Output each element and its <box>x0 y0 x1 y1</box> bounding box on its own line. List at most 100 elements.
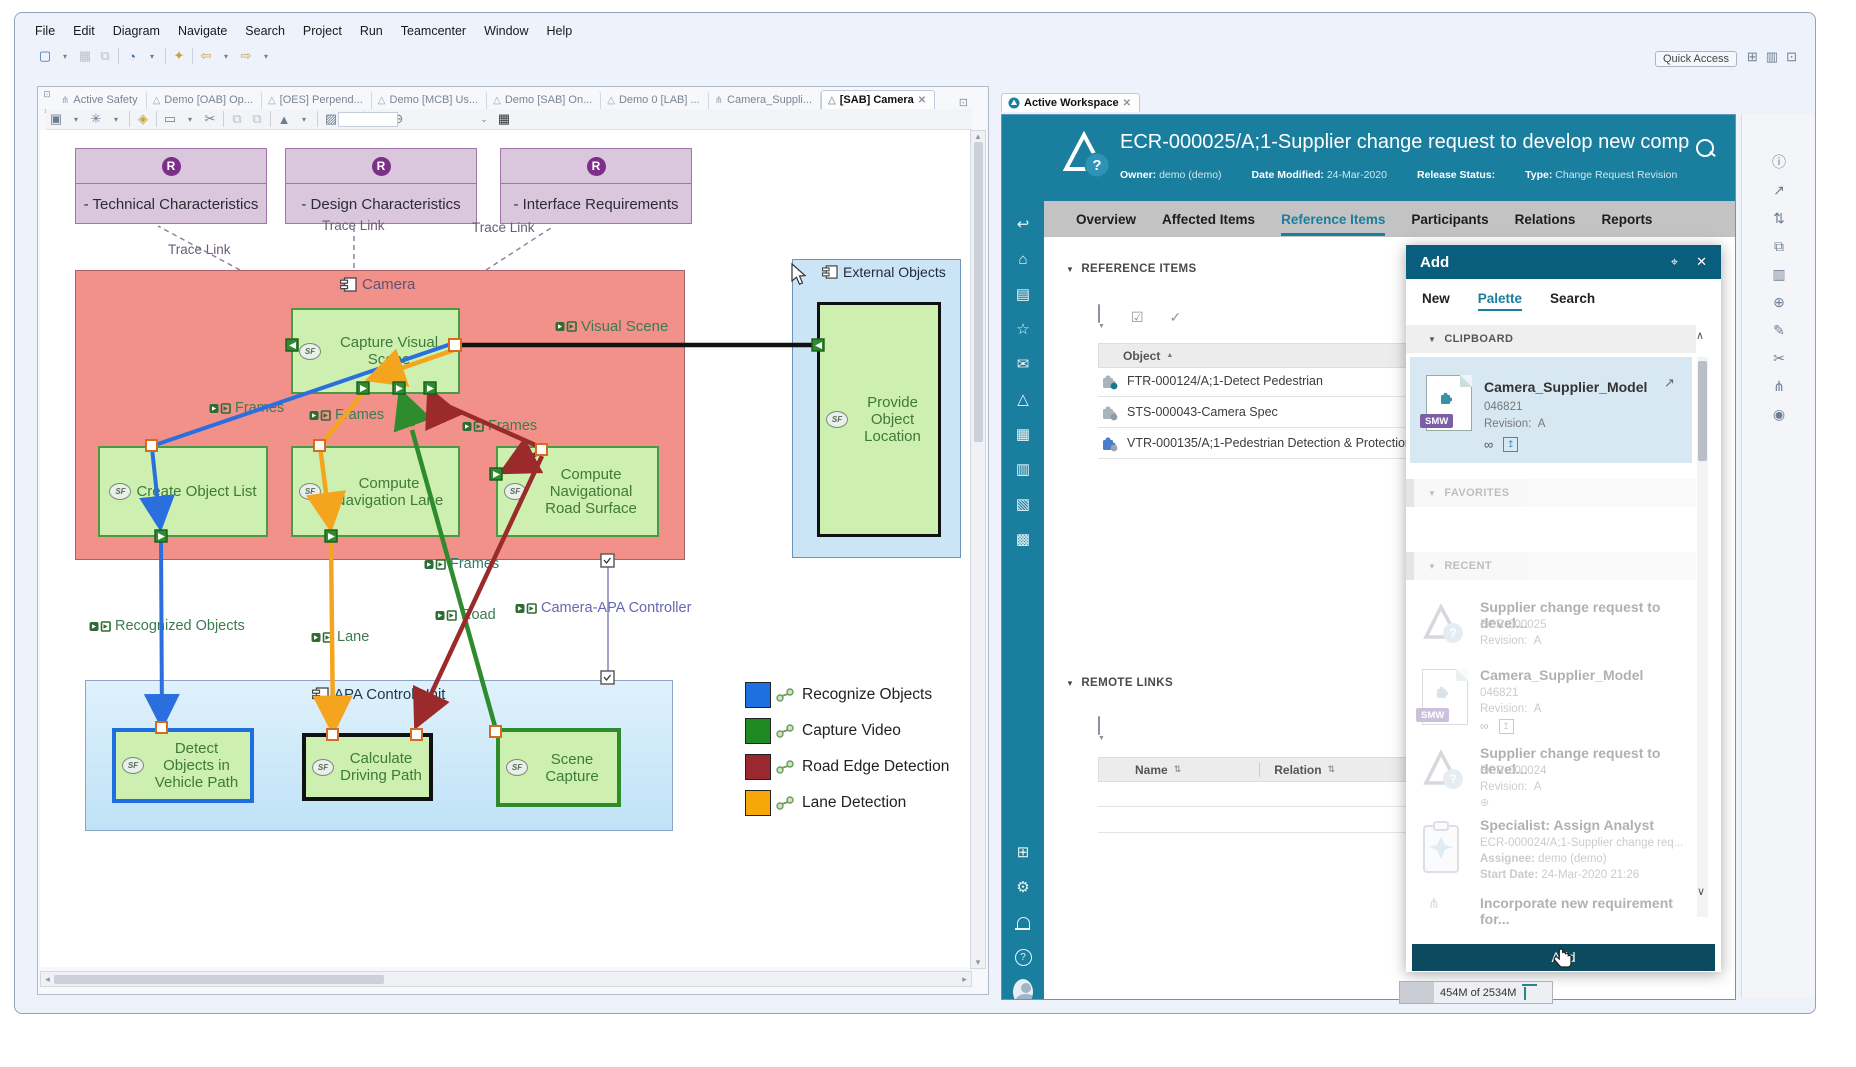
legend-item[interactable]: Lane Detection <box>745 790 906 816</box>
new-dropdown-icon[interactable]: ▾ <box>62 51 67 61</box>
open-item-icon[interactable]: ↗ <box>1664 375 1675 390</box>
detect-objects-block[interactable]: SF Detect Objects in Vehicle Path <box>112 728 254 803</box>
align-icon[interactable]: ⧉ <box>232 111 242 126</box>
settings-gear-icon[interactable]: ⚙ <box>1016 879 1030 896</box>
tab-reports[interactable]: Reports <box>1601 211 1653 227</box>
visual-scene-label[interactable]: Visual Scene <box>555 318 668 335</box>
tab-camera-supplier[interactable]: ⋔Camera_Suppli... <box>709 91 822 109</box>
swap-icon[interactable]: ⇅ <box>1773 209 1785 226</box>
cut-icon[interactable]: ✂ <box>1773 349 1785 366</box>
tab-palette[interactable]: Palette <box>1477 291 1523 311</box>
shape-dropdown-icon[interactable]: ▾ <box>187 114 192 124</box>
new-icon[interactable]: ▢ <box>38 48 52 63</box>
help-icon[interactable]: ? <box>1013 948 1033 966</box>
library-icon[interactable]: ▩ <box>1015 531 1031 548</box>
legend-item[interactable]: Capture Video <box>745 718 901 744</box>
tab-demo-sab[interactable]: △Demo [SAB] On... <box>487 91 602 109</box>
requirement-block-design[interactable]: R - Design Characteristics <box>285 148 477 224</box>
menu-navigate[interactable]: Navigate <box>177 24 228 38</box>
run-icon[interactable]: ◔ <box>128 48 136 64</box>
forward-nav-icon[interactable]: ⇨ <box>240 48 252 63</box>
favorites-icon[interactable]: ☆ <box>1016 321 1030 338</box>
sort-icon[interactable]: ⇅ <box>1327 764 1336 774</box>
scene-capture-block[interactable]: SF Scene Capture <box>496 728 621 807</box>
notifications-bell-icon[interactable] <box>1013 913 1033 931</box>
horizontal-scrollbar[interactable]: ◂ ▸ <box>40 971 972 987</box>
close-icon[interactable]: ✕ <box>1696 254 1707 269</box>
collapse-icon[interactable]: ▼ <box>1066 678 1075 688</box>
recent-item[interactable]: Specialist: Assign Analyst ECR-000024/A;… <box>1406 817 1692 887</box>
tab-overview[interactable]: Overview <box>1076 211 1137 227</box>
back-nav-icon[interactable]: ⇦ <box>200 48 212 63</box>
open-in-icon[interactable]: ↗ <box>1773 181 1785 198</box>
recent-section-header[interactable]: ▼RECENT <box>1414 552 1696 580</box>
scroll-up-icon[interactable]: ▴ <box>975 131 981 141</box>
search-icon[interactable] <box>1696 139 1714 157</box>
perspective-grid-icon[interactable]: ⊞ <box>1746 49 1758 64</box>
key-icon[interactable]: ✦ <box>173 48 185 63</box>
trace-link-label[interactable]: Trace Link <box>168 242 231 257</box>
save-all-icon[interactable]: ⧉ <box>100 48 110 63</box>
back-icon[interactable]: ↩ <box>1016 216 1030 233</box>
menu-file[interactable]: File <box>35 24 56 38</box>
builder-icon[interactable]: ⊞ <box>1016 844 1030 861</box>
gallery-icon[interactable]: ▦ <box>1015 426 1031 443</box>
visibility-icon[interactable]: ◉ <box>1772 405 1786 422</box>
tab-relations[interactable]: Relations <box>1514 211 1576 227</box>
back-dropdown-icon[interactable]: ▾ <box>223 51 228 61</box>
scroll-left-icon[interactable]: ◂ <box>45 973 50 984</box>
provide-object-location-block[interactable]: SF Provide Object Location <box>817 302 941 537</box>
share-icon[interactable]: ⋔ <box>1773 377 1785 394</box>
legend-item[interactable]: Road Edge Detection <box>745 754 949 780</box>
create-object-list-block[interactable]: SF Create Object List <box>98 446 268 537</box>
folder-icon[interactable]: ▤ <box>1015 286 1031 303</box>
add-object-icon[interactable]: ⊕ <box>1773 293 1785 310</box>
distribute-icon[interactable]: ⧉ <box>252 111 262 126</box>
menu-edit[interactable]: Edit <box>73 24 95 38</box>
home-icon[interactable]: ⌂ <box>1018 250 1028 268</box>
inbox-icon[interactable]: ✉ <box>1016 356 1030 373</box>
info-icon[interactable]: ⓘ <box>1772 154 1786 170</box>
filter-dropdown-icon[interactable]: ▾ <box>113 114 118 124</box>
perspective-modeling-icon[interactable]: ⊡ <box>1786 49 1797 64</box>
tab-reference-items[interactable]: Reference Items <box>1281 211 1386 236</box>
trace-link-label[interactable]: Trace Link <box>322 218 385 233</box>
gc-trash-icon[interactable] <box>1524 986 1527 1000</box>
table-row[interactable]: VTR-000135/A;1-Pedestrian Detection & Pr… <box>1098 428 1660 459</box>
lane-label[interactable]: Lane <box>311 629 369 645</box>
recent-item[interactable]: ⋔ Incorporate new requirement for... <box>1406 895 1692 927</box>
camera-apa-controller-label[interactable]: Camera-APA Controller <box>515 600 691 616</box>
table-view-icon[interactable]: ▼ <box>1098 304 1105 330</box>
tab-demo-0-lab[interactable]: △Demo 0 [LAB] ... <box>601 91 709 109</box>
menu-project[interactable]: Project <box>302 24 342 38</box>
close-tab-icon[interactable]: ✕ <box>917 94 927 106</box>
tab-new[interactable]: New <box>1422 291 1450 306</box>
zoom-level-input[interactable] <box>338 112 398 127</box>
recognized-objects-label[interactable]: Recognized Objects <box>89 618 245 634</box>
sort-icon[interactable]: ⇅ <box>1173 764 1182 774</box>
style-icon[interactable]: ▨ <box>324 111 338 126</box>
copy-icon[interactable]: ⧉ <box>1774 237 1784 254</box>
close-tab-icon[interactable]: ✕ <box>1122 97 1131 109</box>
forward-dropdown-icon[interactable]: ▾ <box>263 51 268 61</box>
favorites-section-header[interactable]: ▼FAVORITES <box>1414 479 1696 507</box>
remote-links-toolbar[interactable]: ▼ <box>1098 716 1105 742</box>
changes-icon[interactable]: △ <box>1017 391 1029 408</box>
tab-search[interactable]: Search <box>1550 291 1596 306</box>
calculate-driving-path-block[interactable]: SF Calculate Driving Path <box>302 733 433 801</box>
trace-link-label[interactable]: Trace Link <box>472 220 535 235</box>
menu-search[interactable]: Search <box>245 24 285 38</box>
link-tool-icon[interactable]: ◈ <box>138 111 148 126</box>
menu-run[interactable]: Run <box>359 24 383 38</box>
cut-icon[interactable]: ✂ <box>204 111 216 126</box>
tab-active-safety[interactable]: ⋔Active Safety <box>55 91 147 109</box>
menu-help[interactable]: Help <box>546 24 573 38</box>
table-row[interactable]: STS-000043-Camera Spec <box>1098 397 1660 428</box>
legend-item[interactable]: Recognize Objects <box>745 682 932 708</box>
tab-sab-camera[interactable]: △[SAB] Camera✕ <box>821 90 936 109</box>
scroll-down-icon[interactable]: ∨ <box>1697 886 1706 898</box>
quick-access-button[interactable]: Quick Access <box>1654 49 1737 67</box>
tab-oes-perpend[interactable]: △[OES] Perpend... <box>262 91 372 109</box>
perspective-java-icon[interactable]: ▥ <box>1765 49 1779 64</box>
tab-demo-oab[interactable]: △Demo [OAB] Op... <box>147 91 262 109</box>
